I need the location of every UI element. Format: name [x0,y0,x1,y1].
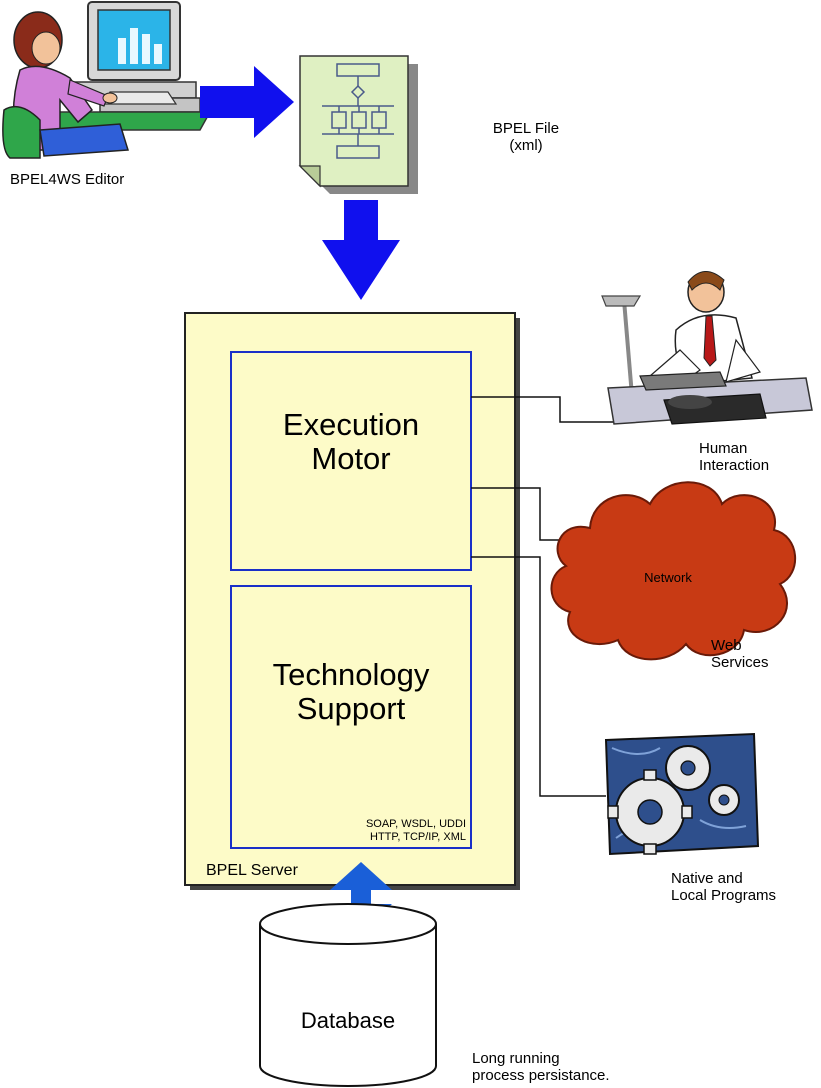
execution-motor-line2: Motor [311,441,391,476]
bpel-server-label: BPEL Server [206,862,298,879]
arrow-file-to-server [322,200,400,300]
execution-motor-line1: Execution [282,407,420,442]
human-interaction-line2: Interaction [699,457,770,474]
technology-support-line2: Support [296,691,406,726]
programs-label: Native and Local Programs [671,870,776,904]
database-label: Database [300,1008,396,1033]
programs-line1: Native and [671,870,743,887]
gears-clipart [604,732,760,856]
database-caption-line1: Long running [472,1050,560,1067]
bpel-file-label-line1: BPEL File [492,120,560,137]
execution-motor-title: Execution Motor [231,408,471,476]
programs-line2: Local Programs [671,887,777,904]
editor-label: BPEL4WS Editor [10,171,125,188]
bpel-file-label-line2: (xml) [509,137,543,154]
network-cloud [550,481,796,661]
database-caption-line2: process persistance. [472,1067,610,1084]
editor-clipart [2,1,212,159]
connector-human [471,396,614,423]
protocols-label: SOAP, WSDL, UDDI HTTP, TCP/IP, XML [318,818,466,844]
database-caption: Long running process persistance. [472,1050,610,1084]
execution-motor-box [230,351,472,571]
web-services-label: Web Services [711,637,769,671]
connector-programs [471,556,606,797]
web-services-line2: Services [711,654,769,671]
arrow-editor-to-file [200,66,294,138]
human-interaction-label: Human Interaction [699,440,769,474]
technology-support-line1: Technology [272,657,430,692]
human-interaction-line1: Human [699,440,748,457]
technology-support-box [230,585,472,849]
human-interaction-clipart [601,271,813,425]
bpel-file-label: BPEL File (xml) [466,120,586,154]
technology-support-title: Technology Support [231,658,471,726]
protocols-line1: SOAP, WSDL, UDDI [365,818,466,830]
bpel-file-document [298,55,418,194]
network-cloud-label: Network [644,570,692,585]
web-services-line1: Web [711,637,742,654]
database-cylinder [259,903,437,1087]
protocols-line2: HTTP, TCP/IP, XML [370,831,466,843]
